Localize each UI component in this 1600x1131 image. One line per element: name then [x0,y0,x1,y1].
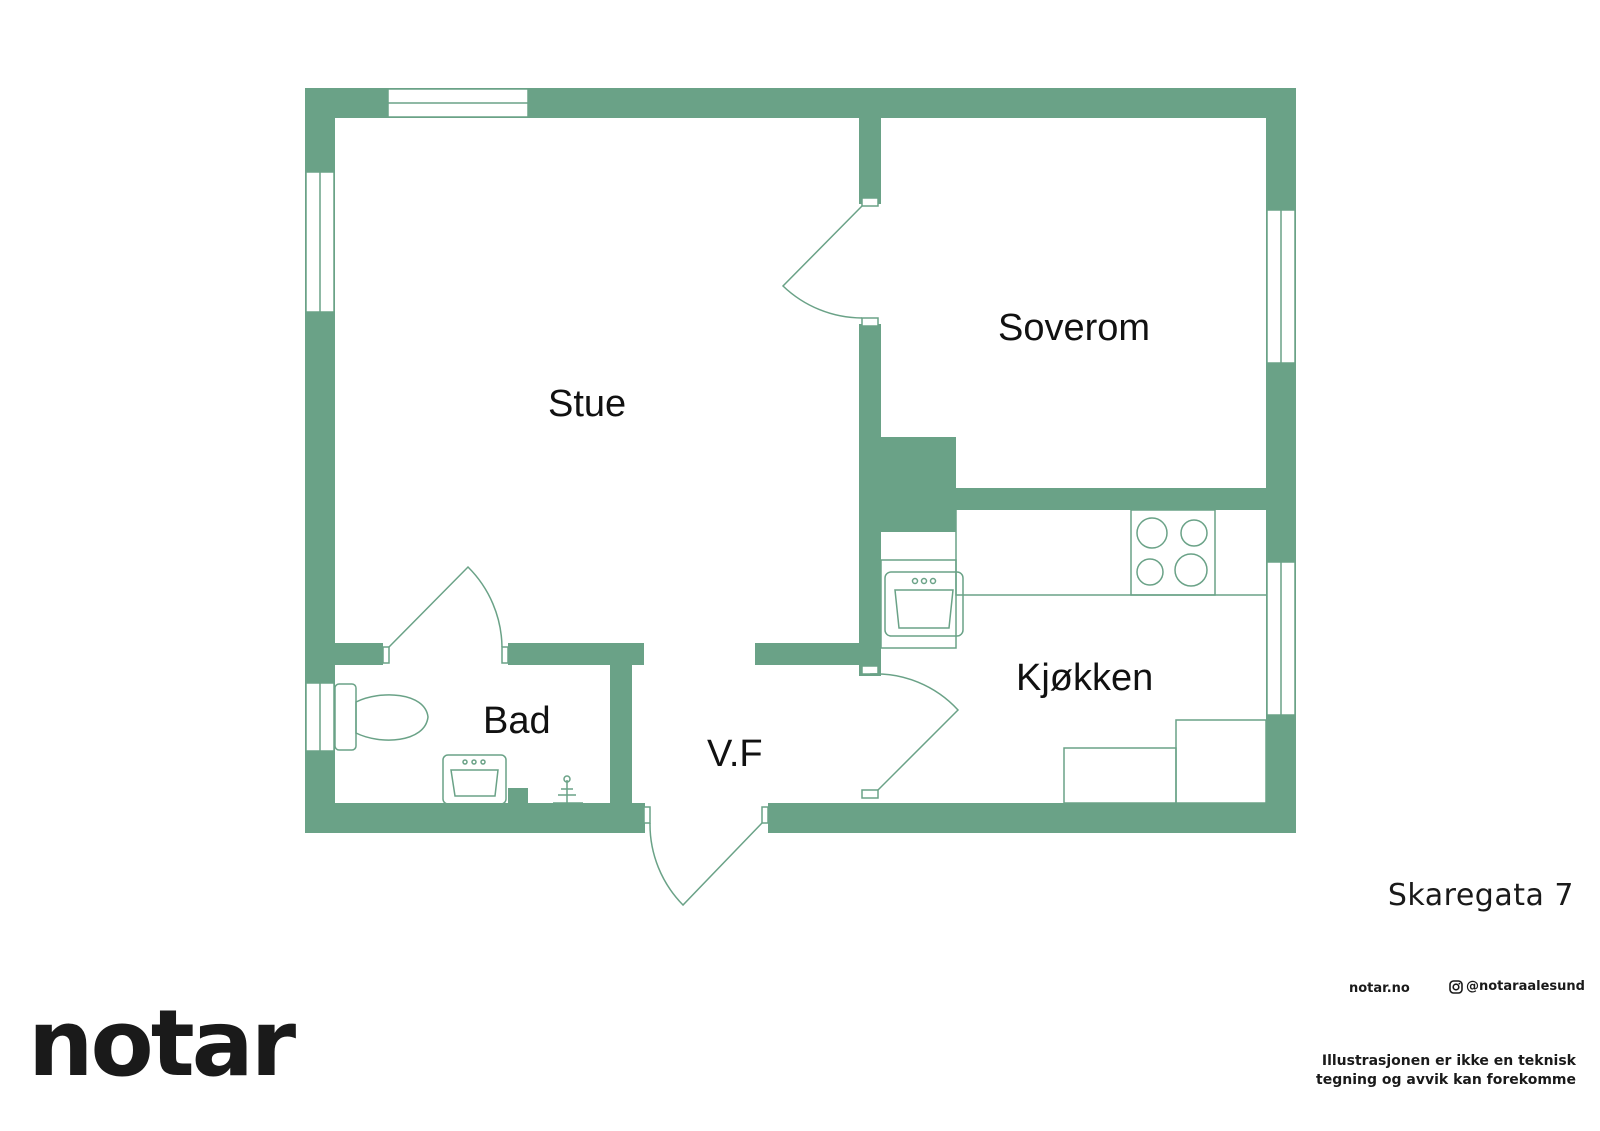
kitchen-sink-counter [880,559,957,649]
door-kjokken [869,673,960,791]
wall-vf-kjokken [755,643,870,665]
room-label-bad: Bad [483,700,551,742]
room-label-stue: Stue [548,383,627,425]
wall-stue-soverom-upper [859,118,881,204]
wall-soverom-kjokken [956,488,1266,510]
room-label-kjokken: Kjøkken [1016,657,1154,699]
bath-box [508,788,528,803]
disclaimer-line-2: tegning og avvik kan forekomme [1316,1072,1576,1088]
wall-bottom-right [768,803,1296,833]
wall-bad-top-left [335,643,383,665]
faucet-icon [553,775,583,804]
notar-logo: notar [28,990,296,1097]
wall-stue-soverom-lower [859,324,881,676]
disclaimer: Illustrasjonen er ikke en teknisk tegnin… [1316,1052,1576,1090]
wall-right [1266,88,1296,833]
room-label-soverom: Soverom [998,307,1151,349]
stove-icon [1130,509,1216,596]
door-bad [388,565,503,648]
wall-bad-vf [610,665,632,803]
toilet-icon [334,683,429,751]
kitchen-cabinet-tall [1175,719,1267,804]
instagram-icon [1449,979,1463,994]
instagram-handle-text: @notaraalesund [1466,979,1585,994]
wall-bottom-left [305,803,645,833]
sink-icon [884,571,964,637]
website-link[interactable]: notar.no [1349,981,1410,996]
room-label-vf: V.F [707,733,763,775]
kitchen-counter-top [955,510,1266,596]
fixtures [334,509,1267,805]
door-soverom [781,205,863,319]
instagram-handle[interactable]: @notaraalesund [1449,979,1585,994]
disclaimer-line-1: Illustrasjonen er ikke en teknisk [1321,1053,1576,1069]
windows [305,88,1296,752]
door-entrance [649,822,763,907]
walls [305,88,1296,833]
wall-bad-top-right [508,643,644,665]
sink-icon [442,754,507,805]
address: Skaregata 7 [1387,878,1574,913]
chimney [881,437,956,532]
kitchen-cabinet-low [1063,747,1177,804]
doors [382,197,960,907]
